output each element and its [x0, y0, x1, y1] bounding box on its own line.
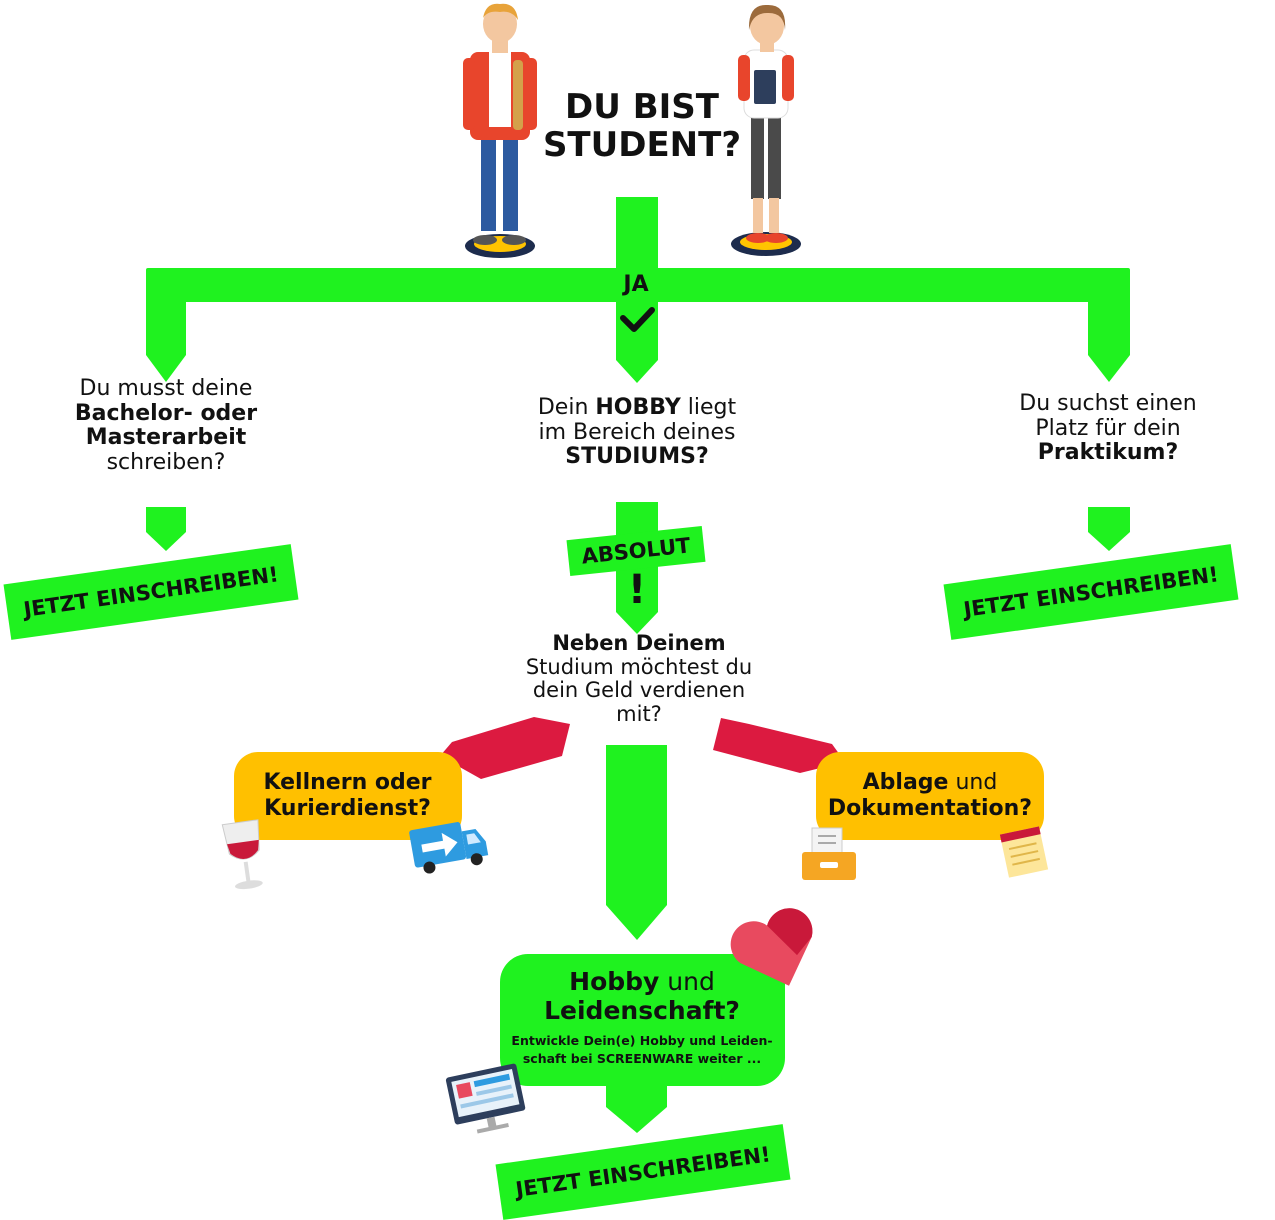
arrow-hobby-cta	[606, 1085, 667, 1133]
file-box-icon	[802, 827, 856, 880]
horizontal-bar	[146, 268, 1130, 302]
hobby-title-line: Leidenschaft?	[544, 995, 740, 1025]
question-left: Du musst deine Bachelor- oder Masterarbe…	[16, 376, 316, 476]
question-left-line: schreiben?	[106, 449, 226, 475]
checkmark-icon	[620, 307, 655, 332]
question-left-line: Du musst deine	[79, 376, 253, 401]
question-money-line: Neben Deinem	[552, 631, 726, 655]
question-right-line: Platz für dein	[1035, 415, 1181, 441]
stem-top	[616, 197, 658, 275]
title-line-2: STUDENT?	[542, 125, 742, 166]
question-money-line: dein Geld verdienen	[532, 678, 746, 703]
arrow-right-cta	[1088, 507, 1130, 551]
student-female-illustration	[731, 4, 801, 256]
arrow-center-big	[606, 745, 667, 940]
hobby-box-text: Hobby und Leidenschaft? Entwickle Dein(e…	[506, 967, 778, 1069]
option-right-line: Dokumentation?	[827, 796, 1033, 822]
option-right-text: Ablage und Dokumentation?	[820, 770, 1040, 823]
notepad-icon	[999, 826, 1049, 878]
option-left-line: Kellnern oder	[263, 770, 432, 795]
wine-glass-icon	[221, 819, 263, 890]
hobby-sub-line: Entwickle Dein(e) Hobby und Leiden-	[511, 1032, 773, 1048]
ja-label: JA	[623, 272, 649, 297]
red-arrow-left	[440, 717, 570, 779]
question-right-line: Du suchst einen	[1019, 391, 1197, 416]
option-box-right[interactable]	[816, 752, 1044, 840]
question-center-line: Dein HOBBY liegt	[537, 395, 737, 420]
question-center-line: STUDIUMS?	[565, 444, 709, 470]
title-line-1: DU BIST	[565, 87, 719, 127]
option-left-line: Kurierdienst?	[264, 796, 431, 822]
question-right-line: Praktikum?	[1037, 440, 1179, 466]
student-male-illustration	[463, 3, 537, 258]
question-right: Du suchst einen Platz für dein Praktikum…	[958, 391, 1258, 466]
arrow-left-down	[146, 300, 186, 382]
question-center: Dein HOBBY liegt im Bereich deines STUDI…	[487, 395, 787, 470]
question-money-line: mit?	[616, 701, 662, 726]
red-arrow-right	[713, 718, 845, 773]
exclamation-mark: !	[627, 567, 647, 613]
question-left-line: Bachelor- oder	[74, 400, 258, 426]
hobby-box[interactable]	[500, 954, 785, 1086]
question-center-line: im Bereich deines	[538, 419, 736, 445]
question-left-line: Masterarbeit	[85, 425, 247, 451]
question-money-line: Studium möchtest du	[525, 654, 753, 679]
option-left-text: Kellnern oder Kurierdienst?	[240, 770, 455, 823]
question-money: Neben Deinem Studium möchtest du dein Ge…	[489, 631, 789, 726]
hobby-sub-line: schaft bei SCREENWARE weiter ...	[522, 1051, 762, 1067]
heart-icon	[730, 908, 813, 986]
option-box-left[interactable]	[234, 752, 462, 840]
delivery-truck-icon	[409, 822, 489, 874]
page-title: DU BIST STUDENT?	[527, 88, 757, 164]
option-right-line: Ablage und	[862, 770, 998, 795]
arrow-right-down	[1088, 300, 1130, 382]
arrow-left-cta	[146, 507, 186, 551]
computer-monitor-icon	[445, 1063, 526, 1134]
hobby-title-line: Hobby und	[569, 967, 715, 996]
